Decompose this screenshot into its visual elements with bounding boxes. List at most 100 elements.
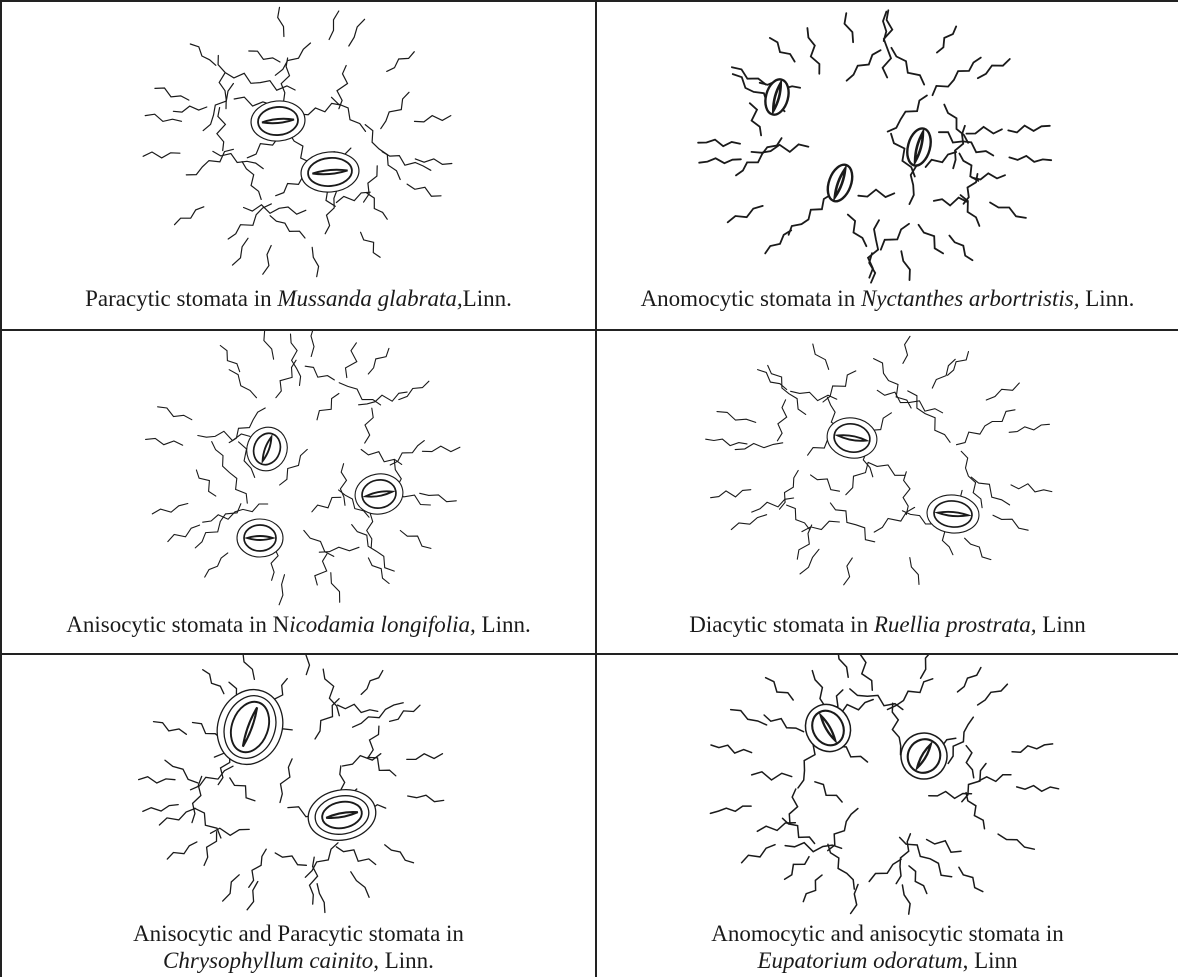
cell-wall (338, 704, 378, 712)
caption-text-line-2: Chrysophyllum cainito, Linn. (2, 947, 595, 974)
caption-segment: Linn. (1079, 286, 1134, 311)
cell-wall-edge (243, 655, 255, 679)
cell-wall-edge (385, 845, 414, 863)
cell-wall-edge (278, 7, 284, 36)
cell-wall (369, 726, 379, 757)
cell-wall (944, 105, 968, 143)
cell-wall-edge (958, 668, 981, 692)
cell-wall-edge (167, 842, 197, 859)
cell-wall (874, 359, 912, 408)
stoma (762, 77, 793, 117)
cell-wall-edge (813, 344, 829, 369)
cell-walls (146, 331, 460, 605)
cell-wall (218, 56, 226, 109)
cell-wall (892, 703, 900, 754)
cell-wall (337, 66, 348, 109)
caption-text: Anisocytic stomata in Nicodamia longifol… (66, 612, 530, 637)
cell-wall (195, 504, 241, 548)
cell-walls (706, 336, 1052, 585)
cell-walls (710, 655, 1058, 914)
cell-wall-edge (990, 203, 1026, 218)
cell-wall (752, 144, 809, 152)
cell-wall (926, 152, 957, 167)
cell-wall-edge (711, 490, 751, 498)
caption-segment: Anisocytic stomata in N (66, 612, 289, 637)
cell-wall-edge (800, 549, 819, 574)
stoma (207, 680, 293, 773)
stoma (249, 99, 306, 144)
cell-wall (203, 84, 233, 131)
cell-wall (192, 776, 202, 822)
cell-wall (186, 149, 233, 175)
cell-wall (932, 359, 955, 388)
cell-wall (275, 43, 310, 75)
cell-wall (909, 866, 927, 894)
species-name: Eupatorium odoratum (757, 948, 962, 973)
cell-wall-edge (728, 206, 763, 222)
cell-wall-edge (921, 655, 933, 678)
cell-wall-edge (155, 88, 189, 100)
caption-panel-6: Anomocytic and anisocytic stomata in Eup… (597, 920, 1178, 974)
anisocytic-stomata-drawing (2, 331, 595, 616)
cell-wall (244, 205, 306, 214)
cell-wall (919, 225, 944, 254)
caption-segment: , Linn. (373, 948, 434, 973)
cell-wall (346, 343, 357, 378)
stoma (237, 519, 283, 557)
cell-wall (340, 464, 346, 506)
cell-wall-edge (731, 515, 766, 530)
cell-wall-edge (143, 152, 180, 158)
cell-wall (959, 154, 978, 181)
cell-wall (319, 547, 359, 552)
cell-wall-edge (223, 875, 240, 901)
caption-segment: Linn. (476, 612, 531, 637)
stomatal-pore (247, 536, 273, 540)
cell-wall (305, 366, 334, 380)
cell-wall (966, 746, 974, 778)
cell-wall (764, 715, 804, 732)
cell-wall (204, 832, 217, 866)
cell-wall-edge (175, 207, 204, 225)
cell-wall (364, 166, 378, 202)
cell-wall (750, 103, 761, 135)
cell-wall (228, 204, 271, 239)
caption-text-line-2: Eupatorium odoratum, Linn (597, 947, 1178, 974)
anisocytic-paracytic-stomata-drawing (2, 655, 595, 915)
cell-wall-edge (143, 805, 178, 812)
panel-anomocytic-anisocytic-eupatorium: Anomocytic and anisocytic stomata in Eup… (597, 655, 1178, 977)
cell-wall-edge (698, 140, 740, 147)
cell-wall (783, 818, 815, 843)
caption-segment: Anomocytic stomata in (641, 286, 861, 311)
cell-wall-edge (937, 26, 956, 52)
cell-wall-edge (844, 558, 853, 585)
cell-wall (353, 703, 404, 727)
caption-text: Anomocytic stomata in Nyctanthes arbortr… (641, 286, 1135, 311)
panel-anomocytic-nyctanthes: Anomocytic stomata in Nyctanthes arbortr… (597, 2, 1178, 329)
cell-wall-edge (711, 745, 752, 753)
stoma (925, 493, 980, 535)
cell-wall (270, 216, 305, 238)
cell-wall (927, 840, 961, 853)
caption-segment: Linn. (463, 286, 512, 311)
cell-wall (957, 410, 1016, 445)
cell-wall-edge (422, 446, 460, 452)
cell-wall (323, 669, 339, 716)
stoma (352, 470, 406, 518)
cell-wall (735, 443, 783, 450)
cell-wall-edge (154, 722, 187, 735)
panel-anisocytic-paracytic-chrysophyllum: Anisocytic and Paracytic stomata in Chry… (2, 655, 595, 977)
caption-segment: Diacytic stomata in (689, 612, 874, 637)
cell-wall-edge (312, 247, 318, 276)
cell-wall-edge (838, 655, 849, 677)
stoma (241, 421, 294, 476)
cell-wall (933, 58, 981, 96)
cell-wall-edge (407, 184, 441, 196)
panel-anisocytic-nicodamia: Anisocytic stomata in Nicodamia longifol… (2, 331, 595, 653)
cell-wall-edge (766, 678, 794, 700)
cell-wall-edge (152, 504, 188, 514)
cell-wall (966, 127, 1002, 134)
cell-wall-edge (699, 158, 741, 163)
cell-wall (381, 92, 409, 128)
cell-wall-edge (368, 558, 389, 584)
cell-wall-edge (247, 882, 258, 910)
